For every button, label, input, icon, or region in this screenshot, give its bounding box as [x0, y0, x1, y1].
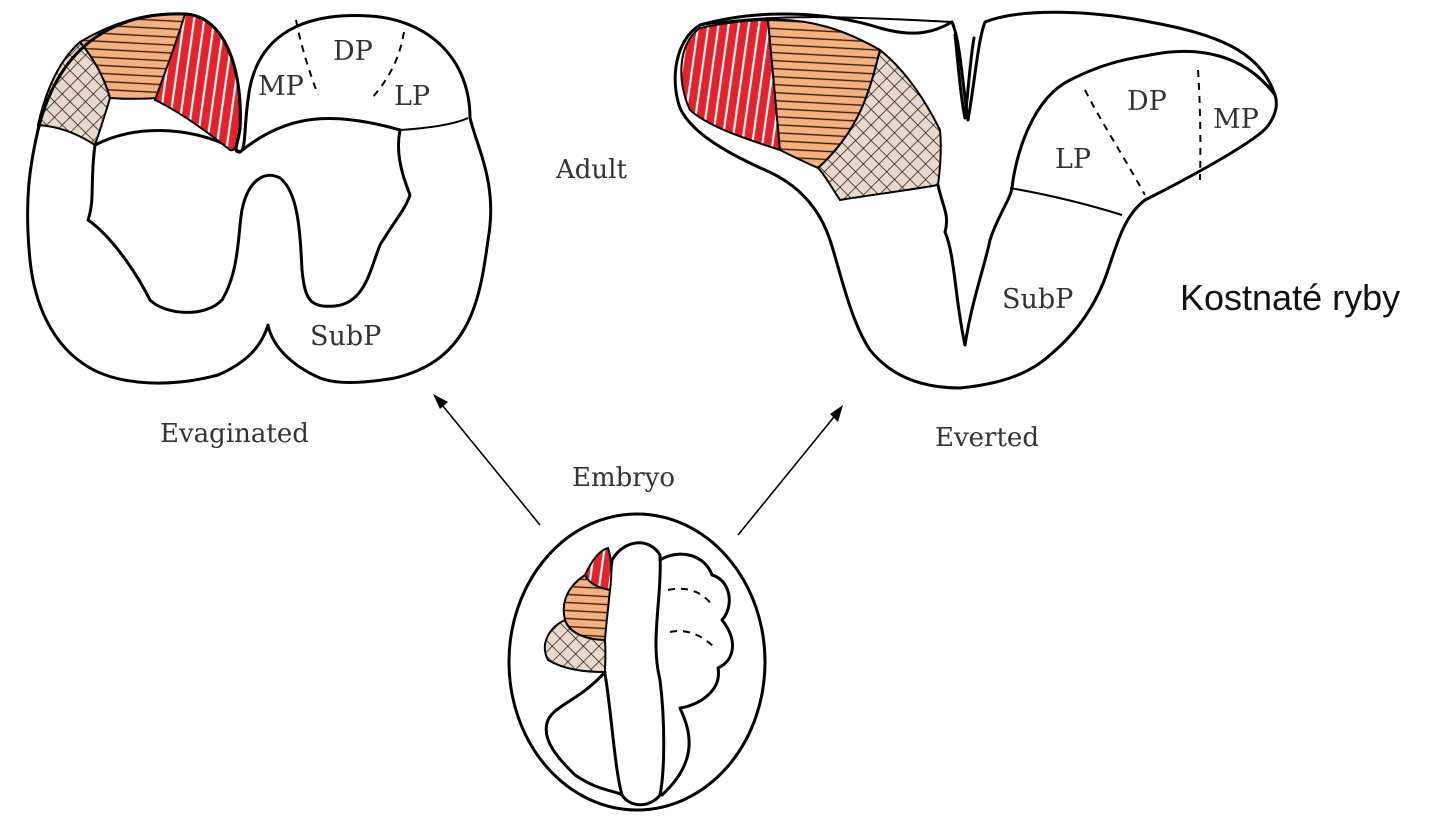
- everted-label-dp: DP: [1127, 86, 1167, 117]
- embryo-label: Embryo: [572, 463, 675, 493]
- everted-ventral-groove: [938, 185, 1012, 345]
- side-caption: Kostnaté ryby: [1180, 277, 1400, 318]
- evaginated-label-lp: LP: [394, 81, 430, 112]
- everted-label-subp: SubP: [1002, 284, 1073, 315]
- everted-label-lp: LP: [1055, 144, 1091, 175]
- evaginated-label-dp: DP: [333, 36, 373, 67]
- everted-caption: Everted: [935, 423, 1039, 453]
- embryo-midline-body: [603, 543, 664, 805]
- arrow-to-everted: [738, 405, 843, 535]
- everted-lp-subp-divider: [1010, 188, 1122, 215]
- embryo-right-lobe-divider-1: [668, 589, 712, 605]
- evaginated-lp-subp-divider: [400, 118, 468, 130]
- evaginated-label-mp: MP: [258, 71, 304, 102]
- embryo-right-lobe-divider-2: [670, 631, 715, 648]
- evaginated-caption: Evaginated: [160, 419, 309, 449]
- evaginated-label-subp: SubP: [310, 321, 381, 352]
- evaginated-brain: DP MP LP SubP Evaginated: [28, 14, 491, 449]
- everted-dp-mp-divider: [1198, 70, 1200, 180]
- adult-label: Adult: [555, 155, 627, 185]
- arrow-to-evaginated: [433, 394, 540, 525]
- everted-brain: DP MP LP SubP Everted: [675, 12, 1276, 453]
- evaginated-ventricle-outline: [88, 118, 410, 312]
- embryo-brain: [509, 514, 765, 810]
- everted-label-mp: MP: [1213, 104, 1259, 135]
